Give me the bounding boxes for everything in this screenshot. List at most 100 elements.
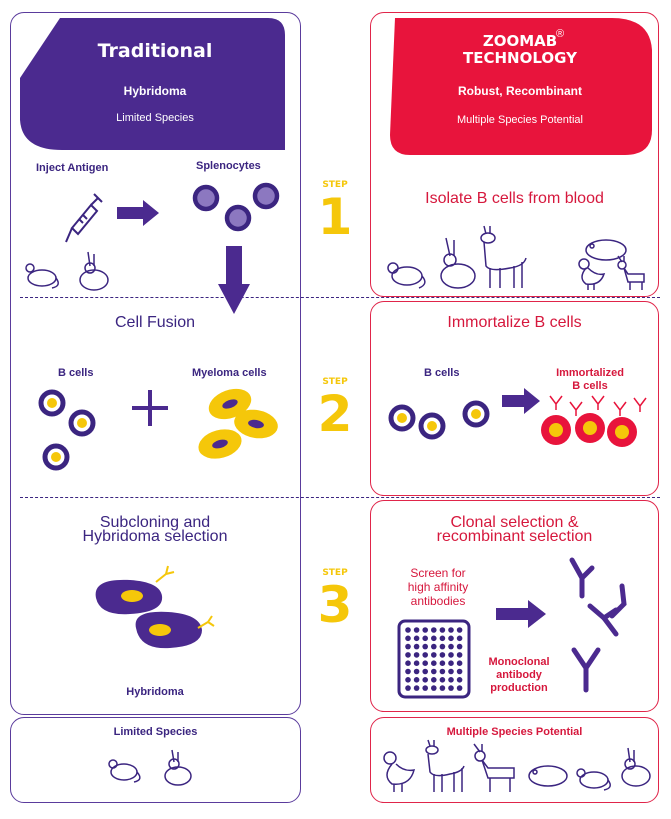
- zoomab-footer-label: Multiple Species Potential: [446, 726, 583, 738]
- arrow-right-icon: [502, 388, 540, 414]
- arrow-right-icon: [117, 200, 159, 226]
- goat-icon: [473, 743, 515, 792]
- clonal-selection-title-line1: Clonal selection &: [450, 514, 579, 531]
- syringe-icon: [65, 193, 103, 243]
- well-dot: [422, 652, 428, 658]
- well-dot: [439, 635, 446, 642]
- well-dot: [448, 652, 454, 658]
- traditional-panel: [10, 12, 301, 715]
- screen-text-line2: high affinity: [407, 580, 469, 594]
- well-dot: [422, 635, 428, 642]
- well-dot: [456, 652, 463, 658]
- myeloma-cells-icon: [198, 388, 278, 459]
- monoclonal-text-line2: antibody: [496, 669, 542, 681]
- well-dot: [456, 660, 463, 666]
- well-dot: [456, 668, 463, 675]
- well-dot: [405, 643, 411, 650]
- mouse-icon: [387, 262, 426, 289]
- subcloning-title-line2: Hybridoma selection: [82, 528, 228, 545]
- traditional-subtitle: Hybridoma: [123, 84, 187, 98]
- well-dot: [431, 643, 437, 650]
- well-dot: [431, 685, 437, 691]
- screen-text-line1: Screen for: [410, 566, 466, 580]
- well-dot: [413, 627, 420, 633]
- zoomab-step2-panel: [370, 301, 659, 496]
- llama-icon: [480, 225, 527, 288]
- mouse-icon: [108, 759, 141, 783]
- well-dot: [405, 685, 411, 691]
- well-dot: [431, 627, 437, 633]
- well-dot: [413, 677, 420, 683]
- well-dot: [439, 627, 446, 633]
- well-dot: [422, 668, 428, 675]
- zoomab-title-line2: TECHNOLOGY: [463, 49, 577, 67]
- antibodies-icon: [569, 557, 627, 693]
- immortalized-bcells-icon: [541, 395, 647, 447]
- traditional-footer-panel: [10, 717, 301, 803]
- llama-icon: [425, 739, 465, 792]
- step3-number: 3: [317, 576, 353, 634]
- clonal-selection-title-line2: recombinant selection: [436, 528, 593, 545]
- well-dot: [405, 652, 411, 658]
- well-dot: [422, 685, 428, 691]
- well-dot: [413, 685, 420, 691]
- well-dot: [456, 677, 463, 683]
- goat-icon: [617, 255, 645, 290]
- step1-label: STEP: [322, 180, 348, 190]
- well-dot: [456, 643, 463, 650]
- rabbit-icon: [621, 747, 651, 787]
- well-dot: [405, 635, 411, 642]
- well-dot: [431, 660, 437, 666]
- well-dot: [448, 685, 454, 691]
- immortalize-title: Immortalize B cells: [447, 314, 582, 331]
- well-dot: [405, 627, 411, 633]
- well-dot: [448, 660, 454, 666]
- well-plate-icon: [397, 619, 471, 699]
- well-dot: [431, 652, 437, 658]
- well-dot: [413, 652, 420, 658]
- step2-label: STEP: [322, 377, 348, 387]
- traditional-header-shape: [20, 18, 285, 150]
- zoomab-footer-panel: [370, 717, 659, 803]
- mouse-icon: [25, 263, 59, 289]
- zoomab-registered: ®: [556, 28, 565, 40]
- well-dot: [422, 643, 428, 650]
- well-dot: [448, 643, 454, 650]
- well-dot: [456, 627, 463, 633]
- splenocytes-icon: [192, 182, 280, 232]
- zoomab-note: Multiple Species Potential: [457, 114, 583, 126]
- zoomab-step1-panel: [370, 12, 659, 297]
- well-dot: [439, 652, 446, 658]
- well-dot: [413, 660, 420, 666]
- rabbit-icon: [164, 749, 192, 786]
- well-dot: [431, 635, 437, 642]
- arrow-down-icon: [218, 246, 250, 314]
- well-dot: [413, 643, 420, 650]
- step2-number: 2: [317, 385, 353, 443]
- step-divider-2: [20, 497, 660, 498]
- rabbit-icon: [440, 237, 476, 289]
- well-dot: [439, 685, 446, 691]
- well-dot: [439, 643, 446, 650]
- subcloning-title-line1: Subcloning and: [99, 514, 211, 531]
- zoomab-header-shape: [390, 18, 652, 155]
- myeloma-label: Myeloma cells: [192, 367, 267, 379]
- isolate-bcells-title: Isolate B cells from blood: [425, 190, 604, 207]
- well-dot: [448, 635, 454, 642]
- immortalized-label-line2: B cells: [572, 380, 608, 392]
- chicken-icon: [383, 751, 416, 792]
- well-dot: [431, 677, 437, 683]
- hybridoma-label: Hybridoma: [126, 686, 184, 698]
- plus-icon: [132, 390, 168, 426]
- well-dot: [422, 677, 428, 683]
- chicken-icon: [578, 258, 606, 290]
- screen-text-line3: antibodies: [410, 594, 466, 608]
- well-dot: [431, 668, 437, 675]
- well-dot: [422, 627, 428, 633]
- well-dot: [413, 668, 420, 675]
- well-dot: [448, 677, 454, 683]
- zoomab-title-line1: ZOOMAB: [482, 32, 558, 50]
- monoclonal-text-line1: Monoclonal: [488, 656, 550, 668]
- traditional-title: Traditional: [97, 40, 213, 62]
- step-divider-1: [20, 297, 660, 298]
